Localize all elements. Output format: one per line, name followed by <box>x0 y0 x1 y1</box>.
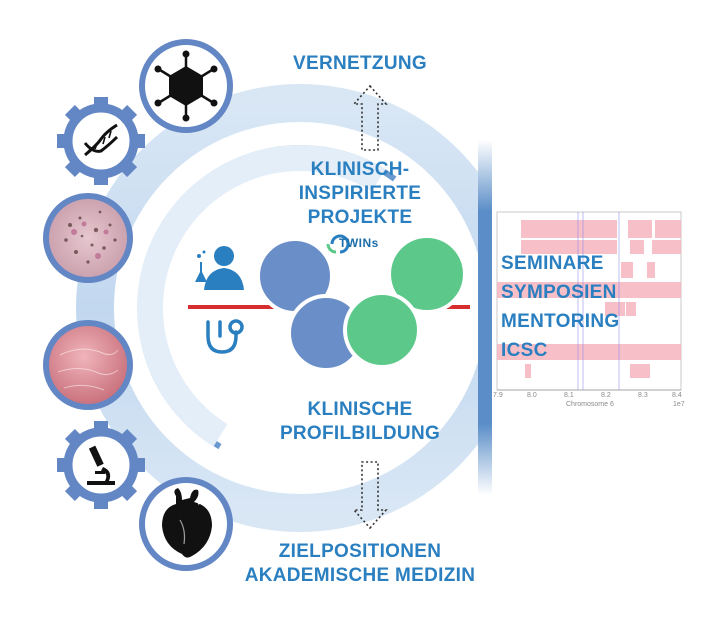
twins-logo-mark <box>326 234 350 254</box>
chart-tick-2: 8.1 <box>564 392 574 399</box>
side-list-item-seminare: SEMINARE <box>501 253 604 274</box>
side-list: SEMINARE SYMPOSIEN MENTORING ICSC <box>501 249 619 365</box>
chart-tick-1: 8.0 <box>527 392 537 399</box>
label-center-top-line2: INSPIRIERTE <box>298 183 422 204</box>
virus-icon <box>139 39 233 133</box>
side-list-item-mentoring: MENTORING <box>501 311 620 332</box>
chart-tick-3: 8.2 <box>601 392 611 399</box>
label-center-bottom-line2: PROFILBILDUNG <box>279 423 441 444</box>
stethoscope-icon <box>206 319 244 354</box>
label-bottom: ZIELPOSITIONEN AKADEMISCHE MEDIZIN <box>0 540 720 588</box>
chart-exponent: 1e7 <box>673 401 685 408</box>
tissue-sample-1 <box>43 193 133 283</box>
chart-tick-0: 7.9 <box>493 392 503 399</box>
heart-icon <box>139 477 233 571</box>
label-vernetzung: VERNETZUNG <box>293 53 427 74</box>
twins-logo-text: TWINs <box>339 236 379 250</box>
label-center-top-line3: PROJEKTE <box>307 207 413 228</box>
center-circles <box>256 234 467 372</box>
chart-tick-5: 8.4 <box>672 392 682 399</box>
side-list-item-symposien: SYMPOSIEN <box>501 282 617 303</box>
label-bottom-line1: ZIELPOSITIONEN <box>278 541 442 562</box>
label-center-bottom-line1: KLINISCHE <box>307 399 413 420</box>
chart-bands <box>497 220 681 378</box>
chart-tick-4: 8.3 <box>638 392 648 399</box>
outer-ring <box>76 84 478 532</box>
label-center-top: KLINISCH- INSPIRIERTE PROJEKTE <box>0 158 720 230</box>
scientist-icon <box>195 246 244 290</box>
side-list-item-icsc: ICSC <box>501 340 548 361</box>
tissue-sample-2 <box>43 320 133 410</box>
divider-bar <box>478 140 492 495</box>
label-center-bottom: KLINISCHE PROFILBILDUNG <box>0 398 720 446</box>
chart-xlabel: Chromosome 6 <box>566 401 614 408</box>
arrow-up <box>352 84 388 151</box>
chromosome-chart <box>496 211 682 391</box>
label-center-top-line1: KLINISCH- <box>310 159 410 180</box>
label-bottom-line2: AKADEMISCHE MEDIZIN <box>244 565 476 586</box>
